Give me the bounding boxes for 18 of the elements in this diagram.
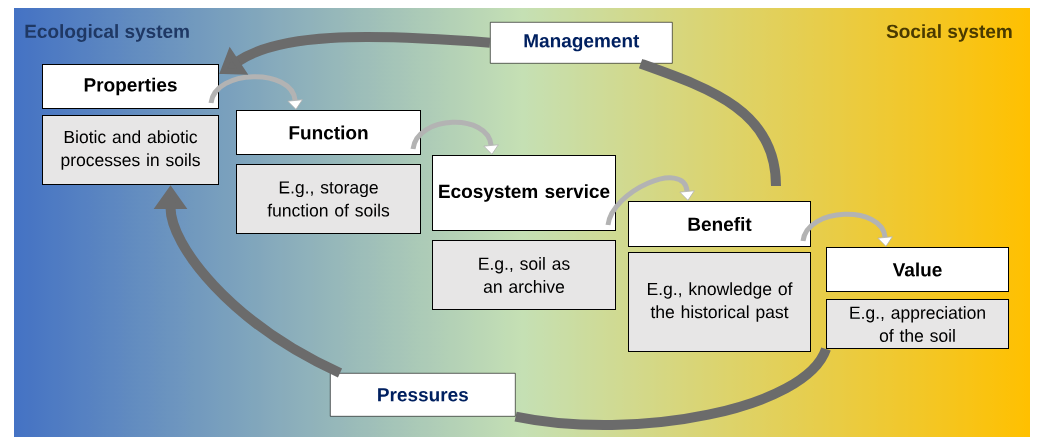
description-box: E.g., soil as an archive xyxy=(432,240,616,310)
section-title: Social system xyxy=(886,24,1012,42)
label-box: Management xyxy=(490,22,673,64)
arrow xyxy=(208,74,303,110)
heading-box: Benefit xyxy=(628,201,811,247)
description-box: E.g., appreciation of the soil xyxy=(826,299,1009,349)
arrow xyxy=(800,211,893,247)
heading-box: Ecosystem service xyxy=(432,155,616,231)
heading-box: Value xyxy=(826,247,1009,292)
heading-box: Properties xyxy=(42,64,219,109)
description-box: E.g., knowledge of the historical past xyxy=(628,252,811,352)
arrow xyxy=(410,119,499,155)
description-box: E.g., storage function of soils xyxy=(236,164,421,234)
description-box: Biotic and abiotic processes in soils xyxy=(42,115,219,185)
label-box: Pressures xyxy=(330,373,516,417)
section-title: Ecological system xyxy=(25,24,189,42)
heading-box: Function xyxy=(236,110,421,155)
arrow xyxy=(605,175,695,226)
